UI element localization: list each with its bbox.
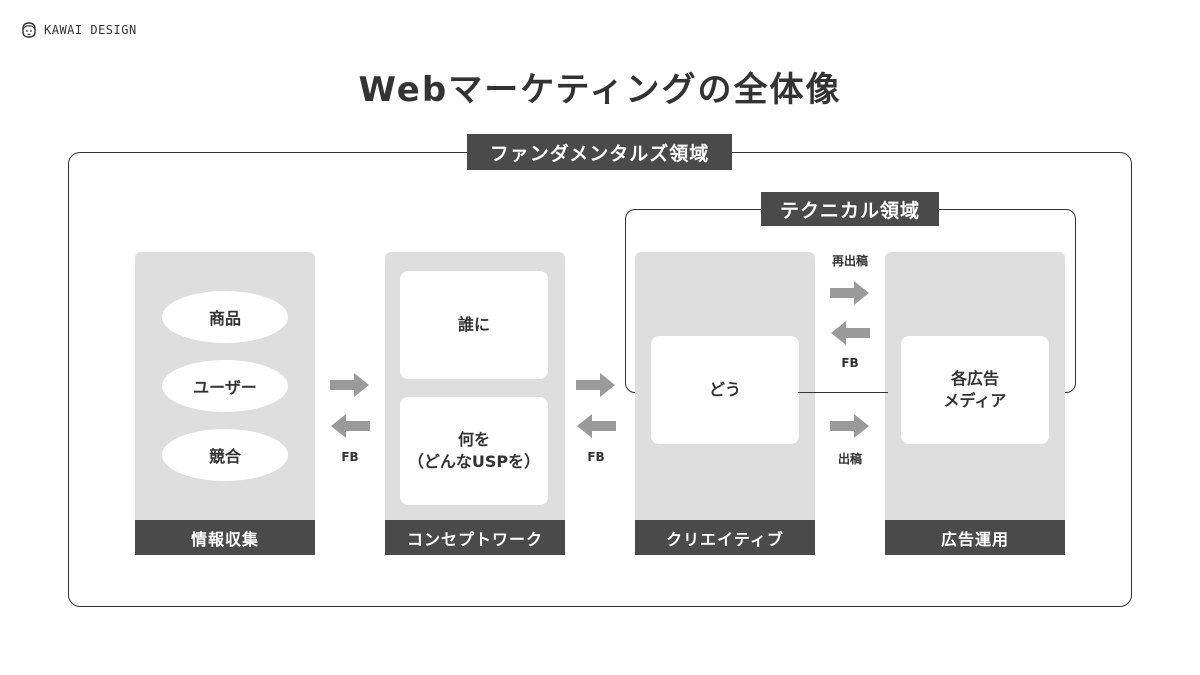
submit-label: 出稿	[837, 452, 862, 466]
fb-label-3: FB	[841, 356, 859, 370]
arrow-right-icon	[330, 372, 370, 398]
card-to-whom: 誰に	[400, 271, 548, 379]
card-what-line2: （どんなUSPを）	[407, 452, 541, 471]
card-ad-media: 各広告 メディア	[901, 336, 1049, 444]
card-what-line1: 何を	[457, 429, 490, 449]
column-info-footer: 情報収集	[135, 520, 315, 555]
arrow-right-icon	[830, 280, 870, 306]
resubmit-label: 再出稿	[831, 254, 868, 268]
arrow-left-icon	[830, 320, 870, 346]
column-concept-footer: コンセプトワーク	[385, 520, 565, 555]
logo-text: KAWAI DESIGN	[44, 23, 137, 37]
logo-face-icon	[22, 22, 36, 38]
oval-competition: 競合	[162, 429, 288, 481]
oval-product: 商品	[162, 291, 288, 343]
fundamental-region-label: ファンダメンタルズ領域	[467, 134, 732, 170]
arrow-left-icon	[330, 413, 370, 439]
column-ads-footer: 広告運用	[885, 520, 1065, 555]
card-ad-media-line2: メディア	[943, 391, 1007, 410]
technical-region-connector-line	[798, 392, 888, 393]
card-how-text: どう	[708, 379, 741, 399]
card-ad-media-line1: 各広告	[950, 368, 999, 388]
card-to-whom-text: 誰に	[457, 314, 490, 334]
card-how: どう	[651, 336, 799, 444]
oval-user: ユーザー	[162, 360, 288, 412]
fb-label-2: FB	[587, 450, 605, 464]
logo: KAWAI DESIGN	[20, 19, 137, 41]
technical-region-label: テクニカル領域	[761, 192, 939, 226]
card-what-usp: 何を （どんなUSPを）	[400, 397, 548, 505]
arrow-right-icon	[576, 372, 616, 398]
column-creative-footer: クリエイティブ	[635, 520, 815, 555]
arrow-left-icon	[576, 413, 616, 439]
page-title: Webマーケティングの全体像	[358, 70, 842, 110]
fb-label-1: FB	[341, 450, 359, 464]
arrow-right-icon	[830, 413, 870, 439]
